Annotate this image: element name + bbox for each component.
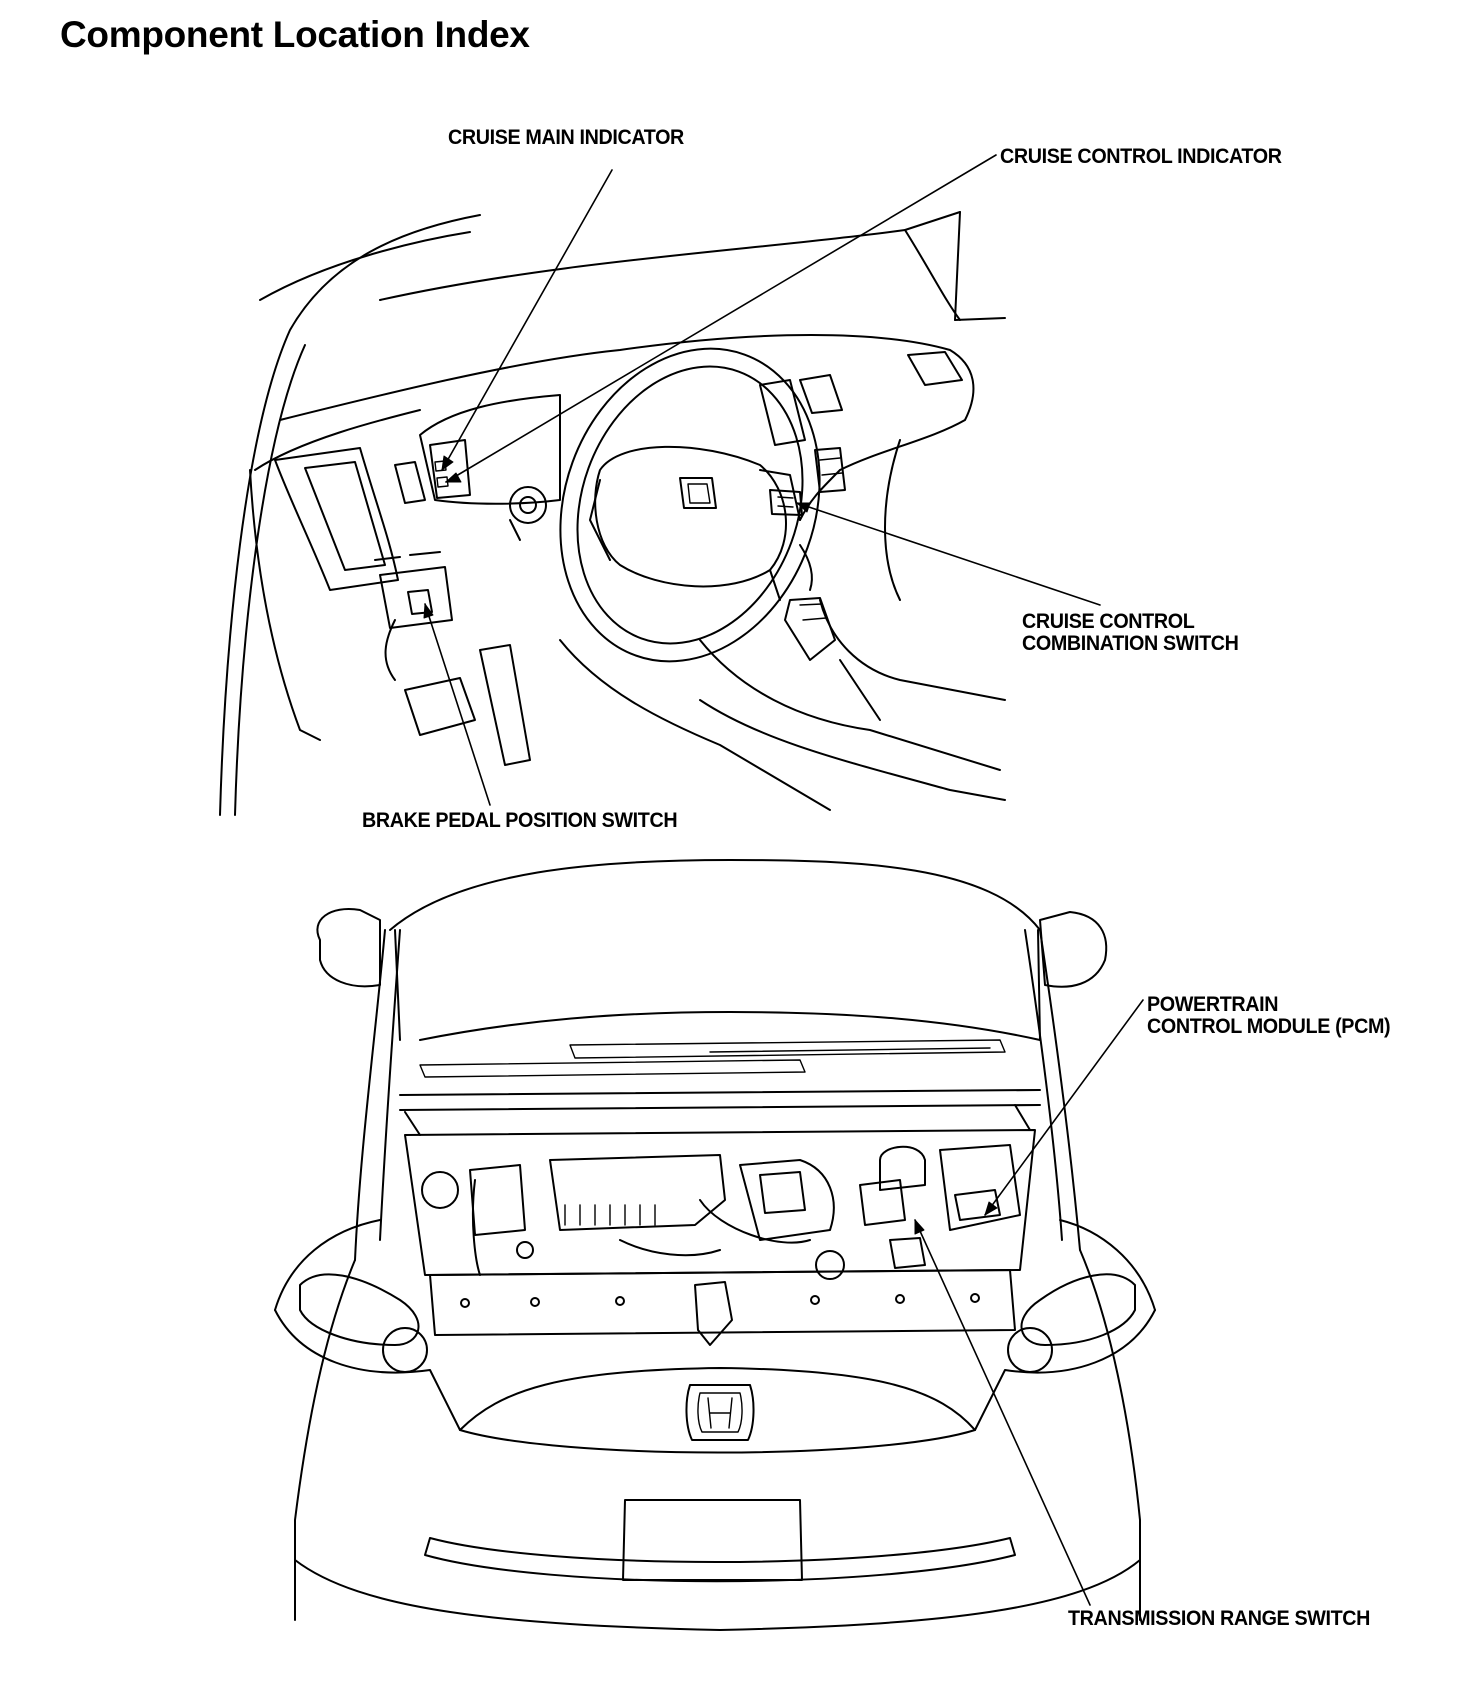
- dashboard-illustration: [219, 211, 1006, 816]
- label-cruise-main-indicator: CRUISE MAIN INDICATOR: [448, 126, 684, 149]
- label-cruise-control-indicator: CRUISE CONTROL INDICATOR: [1000, 145, 1282, 168]
- label-pcm-line2: CONTROL MODULE (PCM): [1147, 1015, 1391, 1038]
- engine-bay-illustration: [274, 859, 1156, 1631]
- label-cruise-control-combination-switch-line2: COMBINATION SWITCH: [1022, 632, 1239, 655]
- callout-leader-lines: [423, 154, 1144, 1606]
- label-brake-pedal-position-switch: BRAKE PEDAL POSITION SWITCH: [362, 809, 678, 832]
- label-pcm-line1: POWERTRAIN: [1147, 993, 1279, 1016]
- label-cruise-control-combination-switch-line1: CRUISE CONTROL: [1022, 610, 1195, 633]
- label-transmission-range-switch: TRANSMISSION RANGE SWITCH: [1068, 1607, 1371, 1630]
- page-title: Component Location Index: [60, 14, 530, 55]
